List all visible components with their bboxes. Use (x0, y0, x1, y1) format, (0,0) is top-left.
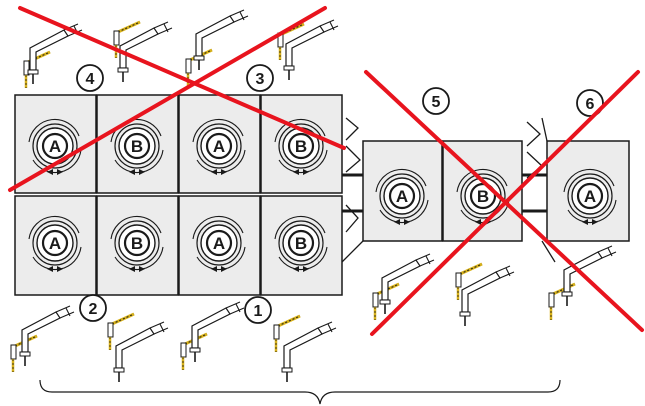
diagonal-link-1 (341, 117, 556, 263)
rotor-rotation-icon (47, 266, 63, 272)
rotor-rotation-icon (293, 266, 309, 272)
rotor-rotation-icon (129, 266, 145, 272)
rotor-label: B (295, 137, 307, 156)
connector-layer (10, 9, 617, 382)
rotor-label: B (295, 234, 307, 253)
marker-5: 5 (422, 87, 450, 115)
cross-out-left (8, 6, 346, 192)
marker-6: 6 (576, 89, 604, 117)
rotor-top-1: A (28, 118, 82, 175)
hydraulic-plug-icon (455, 262, 483, 300)
hydraulic-connector-icon (19, 305, 75, 366)
rotor-right-1: A (563, 168, 617, 225)
rotor-middle-2: B (456, 168, 510, 225)
rotor-rotation-icon (394, 219, 410, 225)
hydraulic-connector-icon (379, 253, 435, 314)
cross-out-right (364, 70, 644, 336)
rotor-label: A (584, 187, 596, 206)
rotor-label: A (49, 137, 61, 156)
rotor-label: B (131, 137, 143, 156)
hydraulic-plug-icon (107, 312, 135, 350)
hydraulic-plug-icon (273, 314, 301, 352)
hydraulic-connector-icon (561, 245, 617, 306)
rotor-middle-1: A (375, 168, 429, 225)
hydraulic-plug-icon (548, 282, 576, 320)
main-panel-grid (14, 94, 343, 296)
marker-4: 4 (76, 64, 104, 92)
rotor-layer: A B A B A B A B A B A (28, 118, 617, 272)
chevron-link-1 (345, 117, 361, 233)
rotor-rotation-icon (211, 169, 227, 175)
hydraulic-connector-icon (117, 21, 173, 82)
svg-text:6: 6 (586, 96, 595, 113)
rotor-rotation-icon (211, 266, 227, 272)
bracket-icon (39, 379, 561, 405)
rotor-label: A (396, 187, 408, 206)
rotor-label: A (213, 137, 225, 156)
rotor-label: A (213, 234, 225, 253)
marker-1: 1 (244, 296, 272, 324)
rotor-rotation-icon (582, 219, 598, 225)
hydraulic-connector-icon (459, 265, 515, 326)
rotor-rotation-icon (293, 169, 309, 175)
hydraulic-connector-icon (27, 23, 83, 84)
marker-2: 2 (79, 294, 107, 322)
rotor-bottom-2: B (110, 215, 164, 272)
rotor-bottom-1: A (28, 215, 82, 272)
hydraulic-connector-icon (193, 9, 249, 70)
rotor-label: B (477, 187, 489, 206)
marker-3: 3 (246, 64, 274, 92)
rotor-top-4: B (274, 118, 328, 175)
rotor-top-3: A (192, 118, 246, 175)
rotor-bottom-4: B (274, 215, 328, 272)
svg-text:1: 1 (254, 303, 263, 320)
svg-text:5: 5 (432, 94, 441, 111)
rotor-bottom-3: A (192, 215, 246, 272)
svg-text:2: 2 (89, 301, 98, 318)
hydraulic-connector-icon (283, 19, 339, 80)
svg-text:3: 3 (256, 71, 265, 88)
hydraulic-connector-icon (189, 301, 245, 362)
rotor-label: B (131, 234, 143, 253)
rotor-rotation-icon (47, 169, 63, 175)
hydraulic-connector-icon (281, 321, 337, 382)
panel-bottom-4 (260, 195, 343, 296)
rotor-rotation-icon (129, 169, 145, 175)
hydraulic-connector-icon (113, 321, 169, 382)
svg-text:4: 4 (86, 71, 95, 88)
rotor-label: A (49, 234, 61, 253)
